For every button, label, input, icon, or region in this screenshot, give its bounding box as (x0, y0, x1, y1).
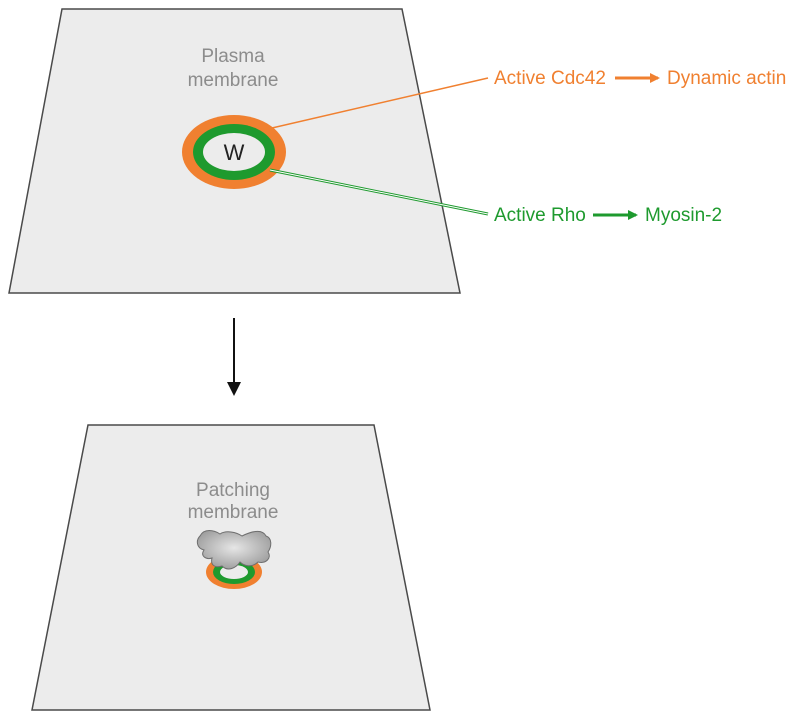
patching-membrane-label-line1: Patching (196, 480, 270, 501)
myosin-2-label: Myosin-2 (645, 205, 722, 226)
transition-arrow-head (227, 382, 241, 396)
dynamic-actin-label: Dynamic actin (667, 68, 786, 89)
active-cdc42-label: Active Cdc42 (494, 68, 606, 89)
cdc42-leader-line (271, 77, 489, 129)
wound-hole (203, 133, 265, 171)
rho-leader-line-inner (269, 169, 489, 215)
plasma-membrane-label-line2: membrane (188, 70, 279, 91)
wound-label: W (224, 140, 245, 165)
active-rho-label: Active Rho (494, 205, 586, 226)
plasma-membrane-label-line1: Plasma (201, 46, 265, 67)
patching-membrane-label-line2: membrane (188, 502, 279, 523)
membrane-patch-blob (196, 530, 272, 570)
